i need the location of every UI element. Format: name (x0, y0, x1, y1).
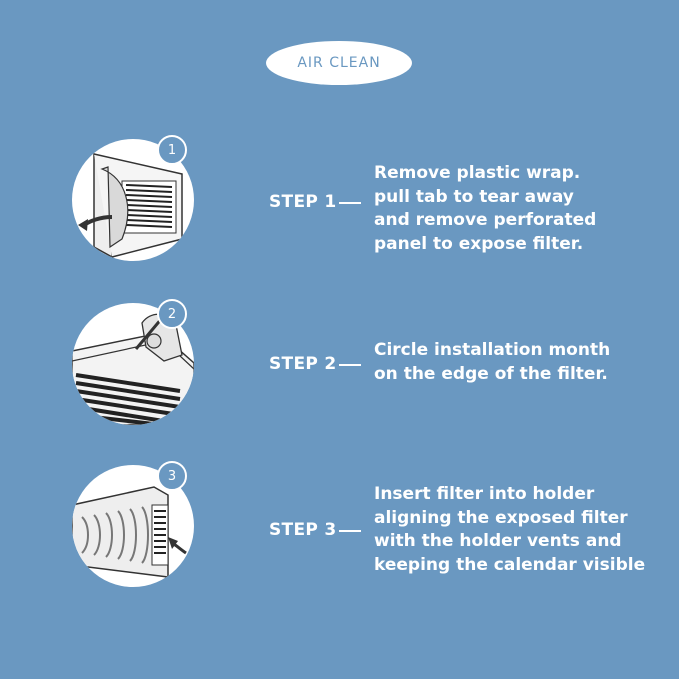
step-3-line-1: Insert filter into holder (374, 484, 595, 504)
step-1-connector (339, 202, 361, 204)
title-pill: AIR CLEAN (266, 41, 412, 85)
step-3-description: Insert filter into holder aligning the e… (374, 483, 664, 577)
page-title: AIR CLEAN (297, 55, 381, 71)
step-3-connector (339, 530, 361, 532)
filter-peel-icon (78, 152, 183, 259)
step-2-line-2: on the edge of the filter. (374, 363, 608, 384)
step-1-line-4: panel to expose filter. (374, 233, 584, 254)
step-3-line-2: aligning the exposed filter (374, 507, 628, 528)
step-3-line-3: with the holder vents and (374, 531, 622, 551)
step-3-label: STEP 3 (269, 520, 337, 540)
step-1-line-3: and remove perforated (374, 210, 597, 230)
step-1-line-1: Remove plastic wrap. (374, 163, 581, 183)
step-2-connector (339, 364, 361, 366)
step-2-line-1: Circle installation month (374, 340, 611, 360)
step-2-label: STEP 2 (269, 354, 337, 374)
filter-pen-icon (72, 310, 194, 425)
step-1-label: STEP 1 (269, 192, 337, 212)
step-1-description: Remove plastic wrap. pull tab to tear aw… (374, 162, 664, 256)
step-2-description: Circle installation month on the edge of… (374, 339, 664, 386)
step-2-illustration (72, 303, 194, 425)
step-2-number-badge: 2 (157, 299, 187, 329)
step-3-line-4: keeping the calendar visible (374, 554, 646, 575)
step-3-number-badge: 3 (157, 461, 187, 491)
step-1-number-badge: 1 (157, 135, 187, 165)
filter-insert-icon (72, 486, 187, 578)
step-1-line-2: pull tab to tear away (374, 186, 574, 207)
